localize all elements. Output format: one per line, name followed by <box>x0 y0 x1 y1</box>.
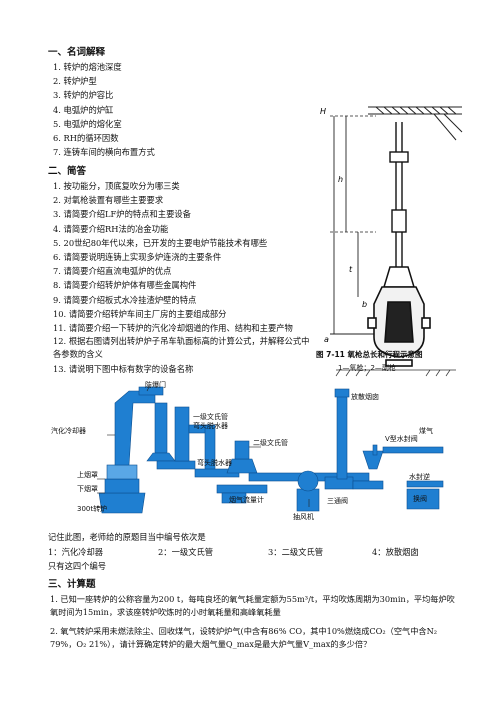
list-item: 5. 20世纪80年代以来，已开发的主要电炉节能技术有哪些 <box>53 237 268 248</box>
note-line: 记住此图，老师给的原题目当中编号依次是 <box>48 532 206 542</box>
list-item: 7. 请简要介绍直流电弧炉的优点 <box>53 266 172 277</box>
label-first-venturi: 一级文氏管 <box>193 412 228 421</box>
figure-mark: t <box>349 265 353 274</box>
list-item: 10. 请简要介绍转炉车间主厂房的主要组成部分 <box>53 308 227 319</box>
label-change-valve: 换阀 <box>413 494 427 503</box>
label-gas: 煤气 <box>419 426 433 435</box>
figure-mark: h <box>338 175 343 184</box>
list-item: 4. 请简要介绍RH法的冶金功能 <box>53 223 169 234</box>
note-numbering: 1：汽化冷却器 2：一级文氏管 3：二级文氏管 4：放散烟囱 <box>48 546 419 559</box>
figure-caption: 图 7-11 氧枪总长和行程示意图 <box>316 350 423 359</box>
label-lower-hood: 下烟罩 <box>77 484 98 493</box>
label-v-seal: V型水封阀 <box>385 434 418 443</box>
terms-list: 1. 转炉的熔池深度 2. 转炉炉型 3. 转炉的炉容比 4. 电弧炉的炉缸 5… <box>53 60 155 159</box>
list-item: 4. 电弧炉的炉缸 <box>53 104 114 115</box>
label-converter: 300t转炉 <box>77 504 107 513</box>
calc-question-1: 1. 已知一座转炉的公称容量为200 t，每吨良坯的氧气耗量定额为55m³/t，… <box>50 594 455 617</box>
note-item: 1：汽化冷却器 <box>48 547 104 557</box>
list-item: 8. 请简要介绍转炉炉体有哪些金属构件 <box>53 280 197 291</box>
list-item: 7. 连铸车间的横向布置方式 <box>53 147 155 158</box>
label-fan: 抽风机 <box>293 512 314 521</box>
note-item: 4：放散烟囱 <box>372 547 419 557</box>
oxygen-lance-figure: H h t b a <box>316 92 466 377</box>
section-title-short-answer: 二、简答 <box>48 166 87 177</box>
short-answer-list: 1. 按功能分，顶底复吹分为哪三类 2. 对氧枪装置有哪些主要要求 3. 请简要… <box>53 179 311 376</box>
list-item: 3. 请简要介绍LF炉的特点和主要设备 <box>53 209 191 220</box>
figure-mark: b <box>362 300 367 309</box>
label-flowmeter: 烟气流量计 <box>229 495 264 504</box>
list-item: 2. 对氧枪装置有哪些主要要求 <box>53 195 164 206</box>
label-three-way-valve: 三通阀 <box>327 496 348 505</box>
list-item: 1. 按功能分，顶底复吹分为哪三类 <box>53 181 180 191</box>
label-second-venturi: 二级文氏管 <box>253 438 288 447</box>
note-line: 只有这四个编号 <box>48 561 107 571</box>
label-stack: 放散烟囱 <box>351 392 379 401</box>
list-item: 2. 转炉炉型 <box>53 76 97 87</box>
list-item: 1. 转炉的熔池深度 <box>53 62 122 72</box>
list-item: 5. 电弧炉的熔化室 <box>53 118 122 129</box>
note-item: 2：一级文氏管 <box>158 547 214 557</box>
figure-mark: a <box>324 335 329 344</box>
section-title-calculation: 三、计算题 <box>48 579 96 590</box>
list-item: 11. 请简要介绍一下转炉的汽化冷却烟道的作用、结构和主要产物 <box>53 323 293 334</box>
label-explosion-door: 防爆门 <box>145 381 166 389</box>
list-item: 13. 请说明下图中标有数字的设备名称 <box>53 364 194 375</box>
label-elbow-dewater-2: 弯头脱水器 <box>197 458 232 467</box>
list-item: 3. 转炉的炉容比 <box>53 90 114 101</box>
label-water-seal: 水封逆 <box>409 472 430 481</box>
label-elbow-dewater-1: 弯头脱水器 <box>193 421 228 430</box>
note-item: 3：二级文氏管 <box>268 547 324 557</box>
list-item: 9. 请简要介绍板式水冷挂渣炉壁的特点 <box>53 294 197 305</box>
list-item: 6. 请简要说明连铸上实现多炉连浇的主要条件 <box>53 252 222 263</box>
label-vaporization-cooler: 汽化冷却器 <box>51 426 86 435</box>
section-title-terms: 一、名词解释 <box>48 47 106 58</box>
calc-question-2: 2. 氧气转炉采用未燃法除尘、回收煤气，设转炉炉气(中含有86% CO，其中10… <box>50 626 438 649</box>
gas-cleaning-flow-diagram: 防爆门 汽化冷却器 一级文氏管 弯头脱水器 上烟罩 下烟罩 300t转炉 二级文… <box>47 381 453 524</box>
figure-mark: H <box>320 107 326 116</box>
list-item: 12. 根据右图请列出转炉炉子吊车轨面标高的计算公式，并解释公式中各参数的含义 <box>53 336 310 359</box>
figure-caption-sub: 1—氧枪；2—副枪 <box>338 364 396 372</box>
list-item: 6. RH的循环因数 <box>53 133 119 144</box>
label-upper-hood: 上烟罩 <box>77 470 98 479</box>
